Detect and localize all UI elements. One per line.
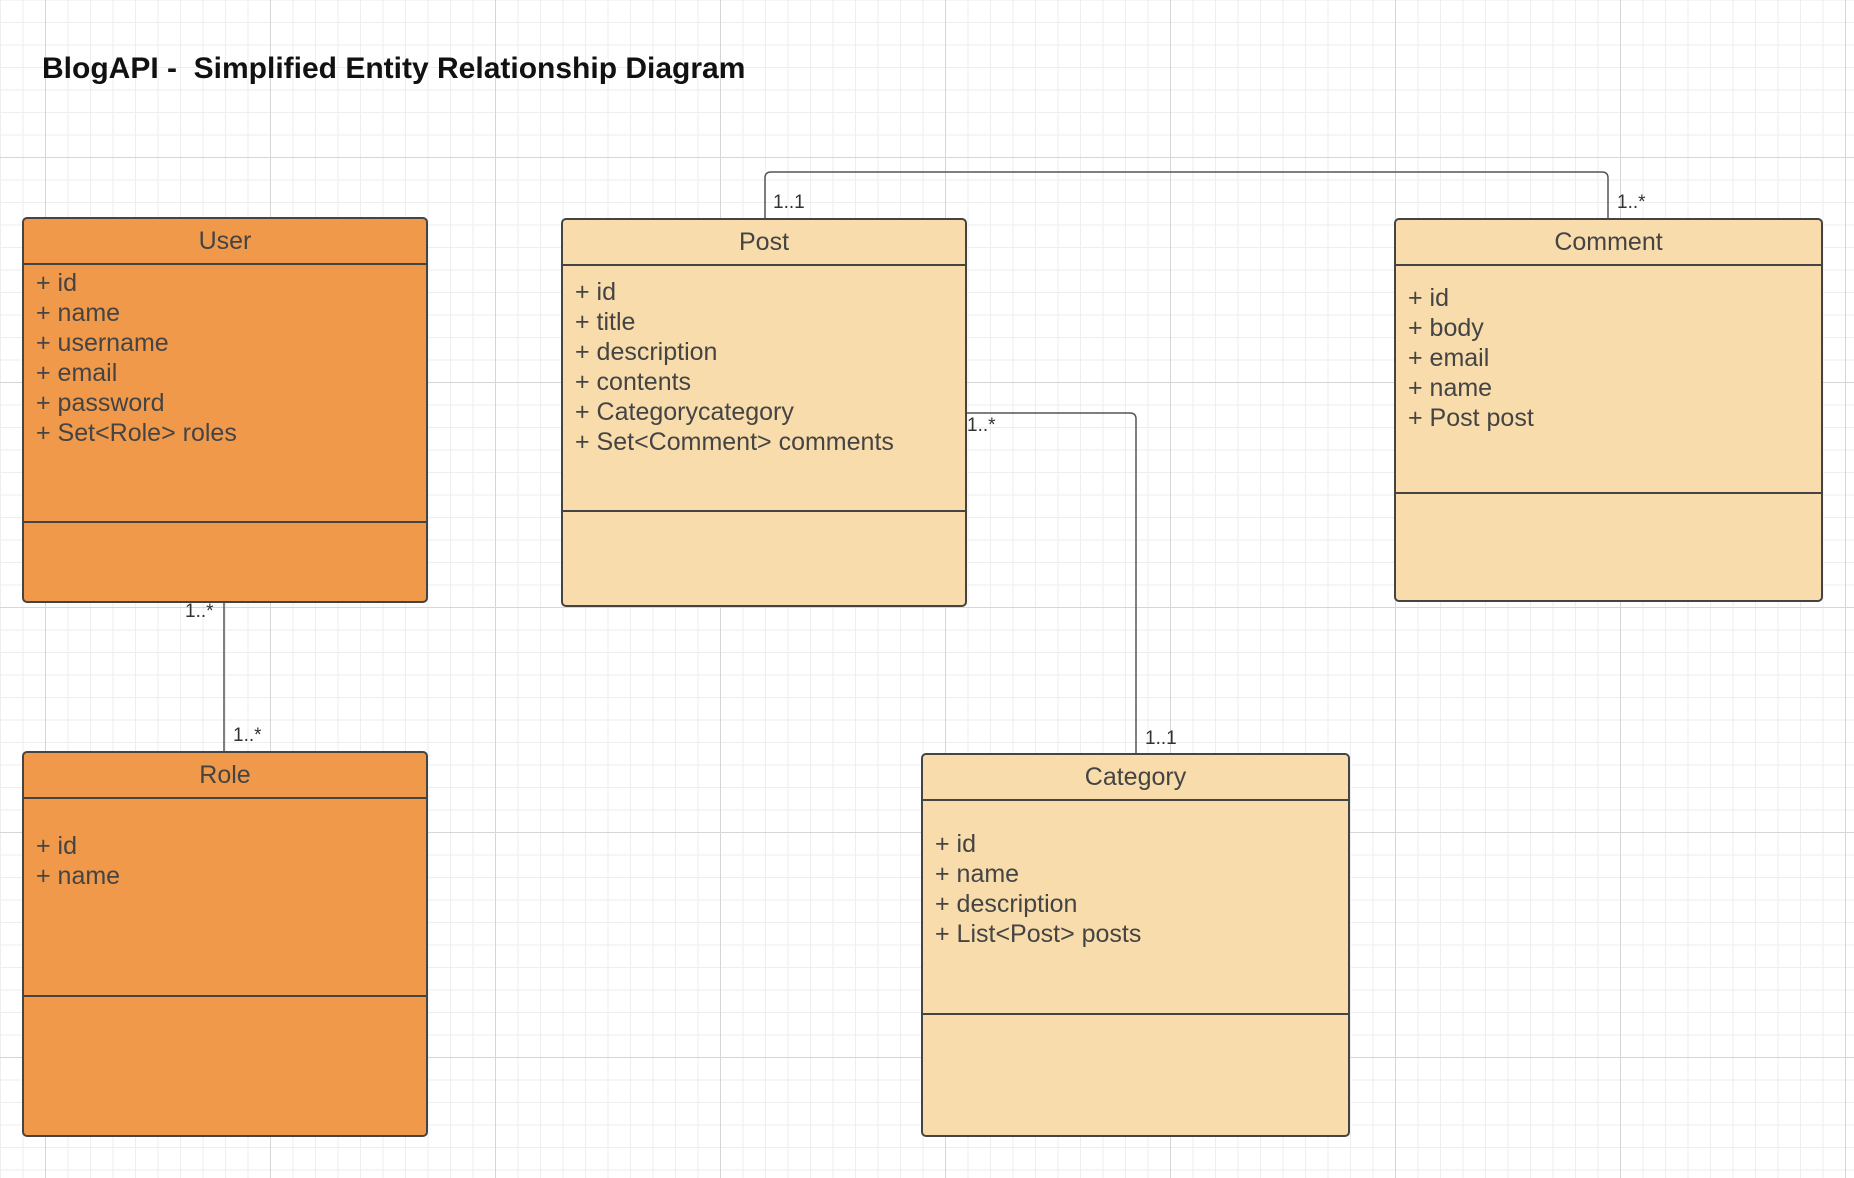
multiplicity-user-role-role-end: 1..* (233, 725, 262, 746)
attribute: + name (935, 860, 1020, 888)
entity-post[interactable]: Post + id + title + description + conten… (561, 218, 967, 607)
entity-post-name: Post (563, 220, 965, 266)
attribute: + Set<Comment> comments (575, 428, 894, 456)
entity-user[interactable]: User + id + name + username + email + pa… (22, 217, 428, 603)
entity-role-methods (24, 997, 426, 1135)
multiplicity-post-category-post-end: 1..* (967, 415, 996, 436)
multiplicity-post-comment-comment-end: 1..* (1617, 192, 1646, 213)
attribute: + contents (575, 368, 692, 396)
attribute: + name (36, 862, 121, 890)
attribute: + id (935, 830, 977, 858)
entity-role-attributes: + id + name (24, 799, 426, 997)
attribute: + id (36, 269, 78, 297)
entity-role-name: Role (24, 753, 426, 799)
attribute: + title (575, 308, 636, 336)
attribute: + password (36, 389, 165, 417)
entity-comment-methods (1396, 494, 1821, 600)
entity-role[interactable]: Role + id + name (22, 751, 428, 1137)
connector-post-category (967, 412, 1137, 753)
multiplicity-post-comment-post-end: 1..1 (773, 192, 805, 213)
entity-post-methods (563, 512, 965, 605)
attribute: + name (1408, 374, 1493, 402)
entity-post-attributes: + id + title + description + contents + … (563, 266, 965, 512)
diagram-title: BlogAPI - Simplified Entity Relationship… (42, 52, 746, 85)
attribute: + email (1408, 344, 1490, 372)
attribute: + username (36, 329, 169, 357)
entity-user-methods (24, 523, 426, 601)
attribute: + id (36, 832, 78, 860)
attribute: + Categorycategory (575, 398, 794, 426)
attribute: + id (1408, 284, 1450, 312)
entity-category[interactable]: Category + id + name + description + Lis… (921, 753, 1350, 1137)
attribute: + body (1408, 314, 1484, 342)
attribute: + Post post (1408, 404, 1534, 432)
entity-category-methods (923, 1015, 1348, 1135)
multiplicity-post-category-category-end: 1..1 (1145, 728, 1177, 749)
entity-comment-attributes: + id + body + email + name + Post post (1396, 266, 1821, 494)
entity-comment[interactable]: Comment + id + body + email + name + Pos… (1394, 218, 1823, 602)
attribute: + description (935, 890, 1078, 918)
entity-user-name: User (24, 219, 426, 265)
attribute: + name (36, 299, 121, 327)
attribute: + description (575, 338, 718, 366)
entity-category-name: Category (923, 755, 1348, 801)
attribute: + Set<Role> roles (36, 419, 237, 447)
entity-category-attributes: + id + name + description + List<Post> p… (923, 801, 1348, 1015)
entity-comment-name: Comment (1396, 220, 1821, 266)
attribute: + id (575, 278, 617, 306)
connector-post-comment (764, 171, 1609, 218)
entity-user-attributes: + id + name + username + email + passwor… (24, 265, 426, 523)
attribute: + email (36, 359, 118, 387)
attribute: + List<Post> posts (935, 920, 1142, 948)
multiplicity-user-role-user-end: 1..* (185, 601, 214, 622)
